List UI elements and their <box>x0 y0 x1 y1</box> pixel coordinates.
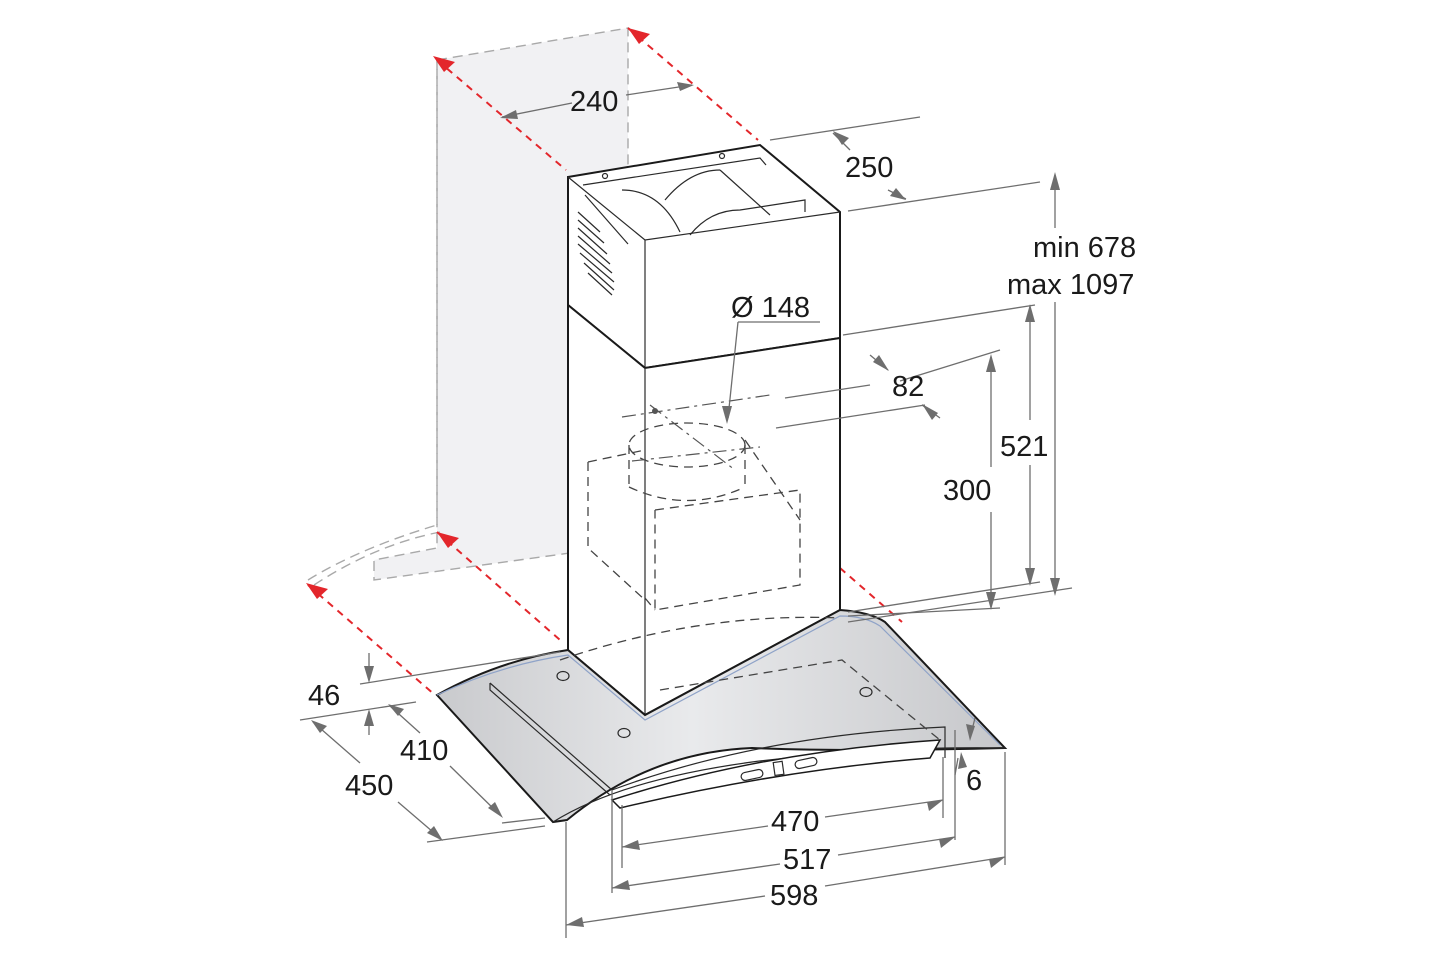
label-300: 300 <box>943 475 991 507</box>
label-min-height: min 678 <box>1033 232 1136 264</box>
vent-grille-icon <box>577 211 615 296</box>
dim-widths: 470 517 598 <box>565 730 1006 938</box>
glass-canopy <box>435 608 1008 824</box>
dim-duct-diameter: Ø 148 <box>722 292 820 424</box>
upper-chimney <box>567 143 841 370</box>
label-250: 250 <box>845 152 893 184</box>
duct-outlet-hidden <box>587 394 801 611</box>
dim-chimney-width: 240 <box>500 82 694 119</box>
dim-duct-offset: 82 <box>775 349 1001 429</box>
dim-outer-depth: 450 <box>311 720 546 843</box>
label-6: 6 <box>966 765 982 797</box>
label-max-height: max 1097 <box>1007 269 1134 301</box>
label-521: 521 <box>1000 431 1048 463</box>
dim-duct-height: 300 <box>847 354 1001 617</box>
label-410: 410 <box>400 735 448 767</box>
control-buttons-icon <box>740 756 818 782</box>
label-450: 450 <box>345 770 393 802</box>
label-598: 598 <box>770 880 818 912</box>
dim-lower-chimney-height: 521 <box>842 304 1048 613</box>
label-46: 46 <box>308 680 340 712</box>
wall-reference-lines <box>306 27 903 696</box>
label-240: 240 <box>570 86 618 118</box>
dim-canopy-thickness: 46 <box>299 651 561 735</box>
dim-chimney-depth: 250 <box>769 116 1041 212</box>
label-517: 517 <box>783 844 831 876</box>
dim-total-height: min 678 max 1097 <box>847 172 1136 623</box>
dim-glass-thickness: 6 <box>954 717 982 797</box>
label-duct-diameter: Ø 148 <box>731 292 810 324</box>
label-82: 82 <box>892 371 924 403</box>
dim-inner-depth: 410 <box>388 704 546 824</box>
label-470: 470 <box>771 806 819 838</box>
